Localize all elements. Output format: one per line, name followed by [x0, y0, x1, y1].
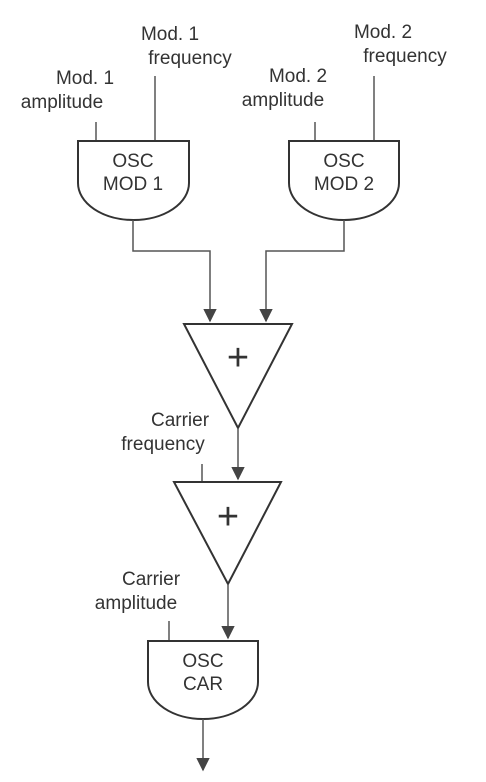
osc-car-line2: CAR: [183, 674, 223, 695]
adder-1-plus-icon: +: [227, 337, 249, 379]
wire-mod2-to-adder1: [259, 220, 345, 323]
label-carrier-frequency: Carrier frequency: [121, 410, 209, 455]
osc-mod2-line2: MOD 2: [314, 174, 374, 195]
label-mod1-amplitude-line2: amplitude: [21, 92, 103, 113]
label-carrier-amplitude-line1: Carrier: [122, 569, 181, 590]
osc-mod2-line1: OSC: [323, 151, 364, 172]
osc-mod2-body: [288, 140, 400, 221]
osc-car-line1: OSC: [182, 651, 223, 672]
label-mod2-amplitude-line1: Mod. 2: [269, 66, 327, 87]
label-mod1-frequency-line1: Mod. 1: [141, 24, 199, 45]
osc-mod1-line1: OSC: [112, 151, 153, 172]
label-mod1-frequency: Mod. 1 frequency: [141, 24, 232, 69]
label-mod2-frequency-line1: Mod. 2: [354, 22, 412, 43]
wire-mod1-to-adder1: [132, 220, 217, 323]
adder-2: +: [172, 481, 283, 587]
adder-1-triangle: [182, 323, 294, 431]
label-mod2-amplitude: Mod. 2 amplitude: [242, 66, 327, 111]
label-carrier-amplitude-line2: amplitude: [95, 593, 177, 614]
label-mod1-amplitude: Mod. 1 amplitude: [21, 68, 114, 113]
label-mod1-frequency-line2: frequency: [148, 48, 232, 69]
adder-1: +: [182, 323, 294, 431]
osc-car-body: [147, 640, 259, 720]
label-mod1-amplitude-line1: Mod. 1: [56, 68, 114, 89]
label-carrier-frequency-line1: Carrier: [151, 410, 210, 431]
osc-mod1: OSC MOD 1: [77, 140, 190, 221]
label-mod2-frequency: Mod. 2 frequency: [354, 22, 447, 67]
osc-mod1-line2: MOD 1: [103, 174, 163, 195]
adder-2-triangle: [172, 481, 283, 587]
label-carrier-frequency-line2: frequency: [121, 434, 205, 455]
osc-mod2: OSC MOD 2: [288, 140, 400, 221]
label-carrier-amplitude: Carrier amplitude: [95, 569, 181, 614]
adder-2-plus-icon: +: [217, 496, 239, 538]
label-mod2-frequency-line2: frequency: [363, 46, 447, 67]
label-mod2-amplitude-line2: amplitude: [242, 90, 324, 111]
osc-car: OSC CAR: [147, 640, 259, 720]
osc-mod1-body: [77, 140, 190, 221]
